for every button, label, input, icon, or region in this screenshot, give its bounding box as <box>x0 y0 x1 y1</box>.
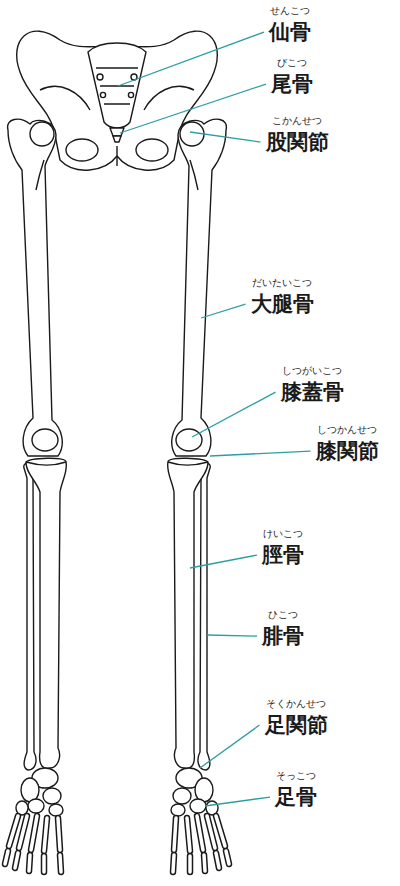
leader-line <box>120 84 266 133</box>
bone-label: 尾骨 <box>270 72 314 96</box>
leader-line <box>192 392 276 437</box>
leader-line <box>201 304 246 318</box>
bone-label: 足関節 <box>264 713 329 737</box>
furigana: びこつ <box>276 57 308 69</box>
furigana: けいこつ <box>262 528 304 540</box>
furigana: しつがいこつ <box>281 365 343 377</box>
bone-label: 膝関節 <box>315 439 380 463</box>
furigana: ひこつ <box>267 609 299 621</box>
furigana: こかんせつ <box>271 115 323 127</box>
bone-label: 足骨 <box>274 785 318 809</box>
bone-label: 脛骨 <box>261 543 305 567</box>
leader-line <box>210 451 311 456</box>
furigana: しつかんせつ <box>316 424 378 436</box>
bone-label: 大腿骨 <box>250 292 315 316</box>
bone-label: 腓骨 <box>261 624 305 648</box>
furigana: せんこつ <box>269 5 311 17</box>
leader-line <box>118 32 264 86</box>
bone-label: 股関節 <box>265 130 330 154</box>
leader-line <box>207 635 257 636</box>
leader-line <box>190 132 261 142</box>
leader-line <box>190 555 257 568</box>
furigana: そっこつ <box>275 770 317 782</box>
leader-line <box>200 725 260 768</box>
bone-label: 膝蓋骨 <box>280 380 345 404</box>
furigana: だいたいこつ <box>251 277 313 289</box>
leader-line <box>205 797 270 806</box>
bone-label: 仙骨 <box>268 20 312 44</box>
furigana: そくかんせつ <box>265 698 327 710</box>
